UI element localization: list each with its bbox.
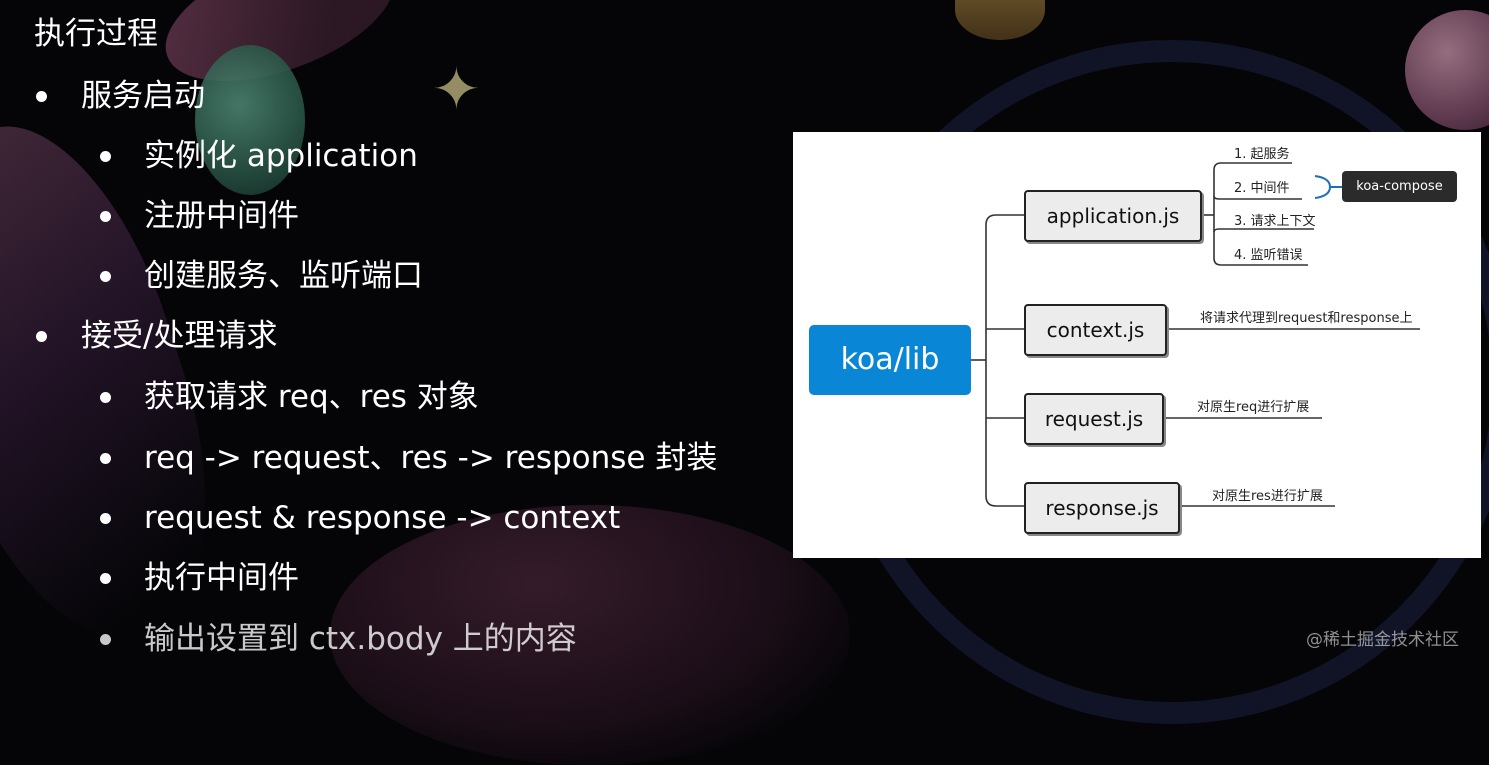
bullet-output-body: 输出设置到 ctx.body 上的内容 xyxy=(100,618,577,660)
bullet-label: req -> request、res -> response 封装 xyxy=(144,440,718,476)
bullet-label: request & response -> context xyxy=(144,500,621,536)
bullet-create-server: 创建服务、监听端口 xyxy=(100,255,423,297)
bullet-register-middleware: 注册中间件 xyxy=(100,195,299,237)
bullet-label: 获取请求 req、res 对象 xyxy=(144,379,479,415)
application-item-error-listener: 4. 监听错误 xyxy=(1234,248,1303,263)
sparkle-star-icon: ✦ xyxy=(432,55,481,123)
bullet-label: 接受/处理请求 xyxy=(81,318,278,354)
bullet-label: 服务启动 xyxy=(81,78,205,114)
application-item-start-server: 1. 起服务 xyxy=(1234,147,1290,162)
response-note: 对原生res进行扩展 xyxy=(1212,489,1323,504)
bullet-dot xyxy=(100,211,111,222)
bullet-wrap-request-response: req -> request、res -> response 封装 xyxy=(100,437,718,479)
file-node-context: context.js xyxy=(1024,304,1167,356)
application-item-middleware: 2. 中间件 xyxy=(1234,181,1290,196)
file-node-request: request.js xyxy=(1024,393,1164,445)
bullet-run-middleware: 执行中间件 xyxy=(100,557,299,599)
bullet-service-start: 服务启动 xyxy=(36,75,205,117)
bullet-dot xyxy=(36,331,47,342)
bullet-label: 创建服务、监听端口 xyxy=(144,258,423,294)
bullet-handle-request: 接受/处理请求 xyxy=(36,315,278,357)
bullet-label: 执行中间件 xyxy=(144,560,299,596)
watermark: @稀土掘金技术社区 xyxy=(1306,630,1459,650)
koa-lib-diagram: koa/lib application.js context.js reques… xyxy=(793,132,1481,558)
bullet-dot xyxy=(100,513,111,524)
file-node-application: application.js xyxy=(1024,190,1202,242)
file-node-response: response.js xyxy=(1024,482,1180,534)
bullet-label: 实例化 application xyxy=(144,138,418,174)
diagram-root-node: koa/lib xyxy=(809,325,971,395)
slide-title: 执行过程 xyxy=(34,16,158,52)
context-note: 将请求代理到request和response上 xyxy=(1200,311,1413,326)
bullet-dot xyxy=(100,392,111,403)
bullet-label: 输出设置到 ctx.body 上的内容 xyxy=(144,621,577,657)
bullet-dot xyxy=(100,573,111,584)
bullet-label: 注册中间件 xyxy=(144,198,299,234)
background-planet-right xyxy=(1405,10,1489,130)
bullet-dot xyxy=(100,453,111,464)
bullet-dot xyxy=(100,151,111,162)
bullet-dot xyxy=(100,634,111,645)
bullet-instantiate-app: 实例化 application xyxy=(100,135,418,177)
bullet-build-context: request & response -> context xyxy=(100,497,621,539)
bullet-dot xyxy=(36,91,47,102)
background-rocket xyxy=(955,0,1045,40)
koa-compose-node: koa-compose xyxy=(1342,171,1457,202)
bullet-get-req-res: 获取请求 req、res 对象 xyxy=(100,376,479,418)
application-item-request-context: 3. 请求上下文 xyxy=(1234,214,1316,229)
request-note: 对原生req进行扩展 xyxy=(1197,400,1310,415)
bullet-dot xyxy=(100,271,111,282)
diagram-connectors xyxy=(971,162,1420,507)
